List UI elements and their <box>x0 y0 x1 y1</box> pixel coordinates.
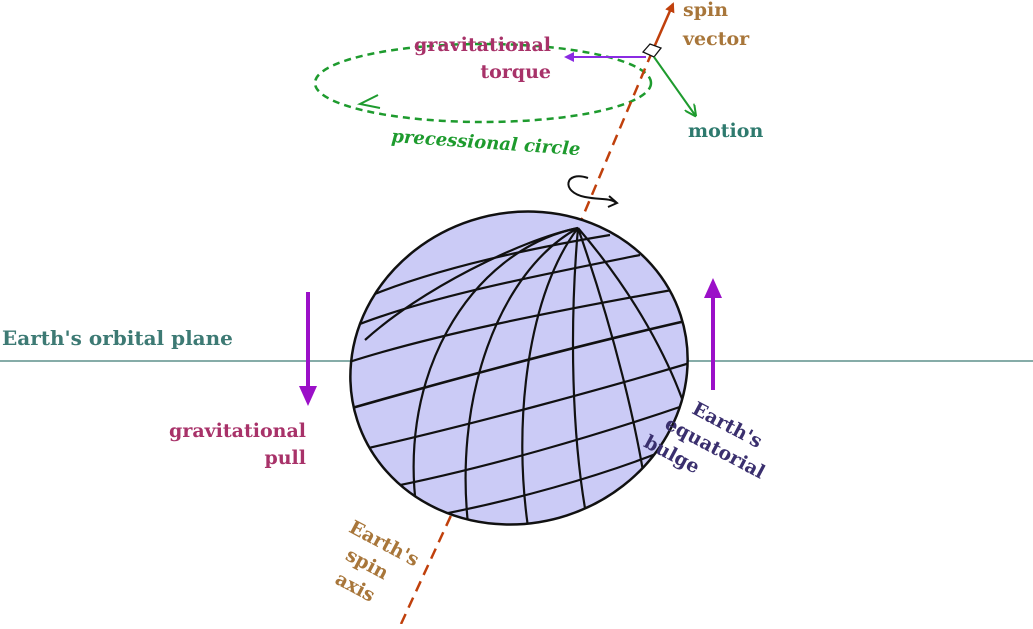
right-angle-marker-icon <box>641 43 663 58</box>
earth-globe <box>339 210 702 541</box>
gravitational-pull-label: gravitational <box>169 420 306 442</box>
rotation-arrowhead-icon <box>607 195 619 208</box>
spin-axis-upper <box>576 51 654 229</box>
rotation-arrow-icon <box>567 175 617 204</box>
torque-label: gravitational <box>414 34 551 56</box>
motion-label: motion <box>688 120 763 142</box>
spin-vector-label: spin <box>683 0 728 21</box>
equatorial-bulge-arrow <box>704 278 722 390</box>
spin-vector-label-2: vector <box>682 28 750 50</box>
spin-vector-arrow <box>650 2 675 53</box>
precession-arrow-icon <box>356 94 381 109</box>
gravitational-pull-label-2: pull <box>264 447 306 469</box>
precessional-circle-label: precessional circle <box>391 126 581 160</box>
spin-axis-label-group: Earth's spin axis <box>332 516 423 606</box>
gravitational-pull-arrow <box>299 292 317 406</box>
motion-arrow <box>653 56 695 115</box>
torque-label-2: torque <box>480 61 551 83</box>
orbital-plane-label: Earth's orbital plane <box>2 326 233 350</box>
precessional-circle <box>313 42 653 124</box>
